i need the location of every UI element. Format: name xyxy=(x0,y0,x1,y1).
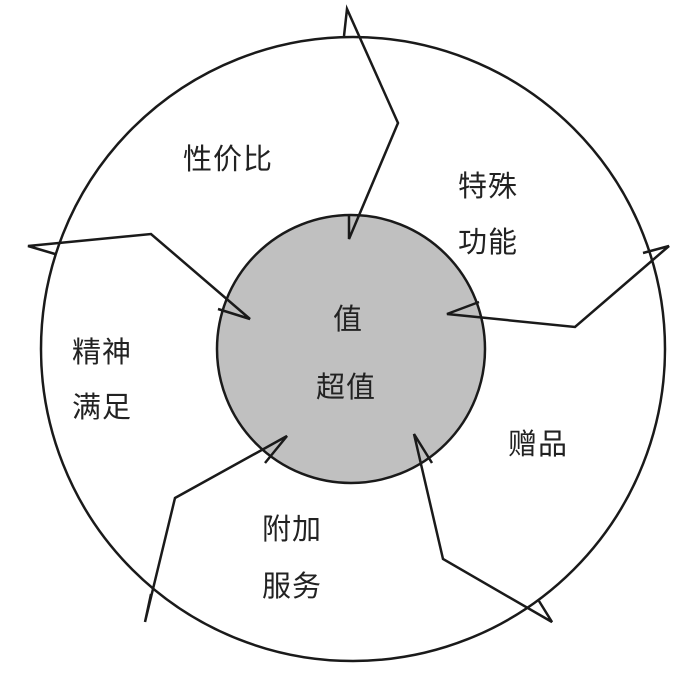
center-label-super-value: 超值 xyxy=(316,370,377,404)
inner-core xyxy=(215,213,487,485)
label-special-function-2: 功能 xyxy=(458,225,519,259)
label-gifts: 赠品 xyxy=(508,427,569,461)
label-added-service-1: 附加 xyxy=(262,512,323,546)
arrow-right xyxy=(446,244,670,329)
label-special-function-1: 特殊 xyxy=(458,169,519,203)
label-spiritual-1: 精神 xyxy=(72,335,133,369)
center-label-value: 值 xyxy=(333,302,364,336)
label-added-service-2: 服务 xyxy=(262,569,323,603)
arrow-left xyxy=(27,232,251,321)
arrow-top xyxy=(342,4,400,240)
label-price-performance: 性价比 xyxy=(183,142,274,176)
arrow-bottom-right xyxy=(412,433,554,624)
label-spiritual-2: 满足 xyxy=(72,390,133,424)
arrow-bottom-left xyxy=(143,434,288,623)
